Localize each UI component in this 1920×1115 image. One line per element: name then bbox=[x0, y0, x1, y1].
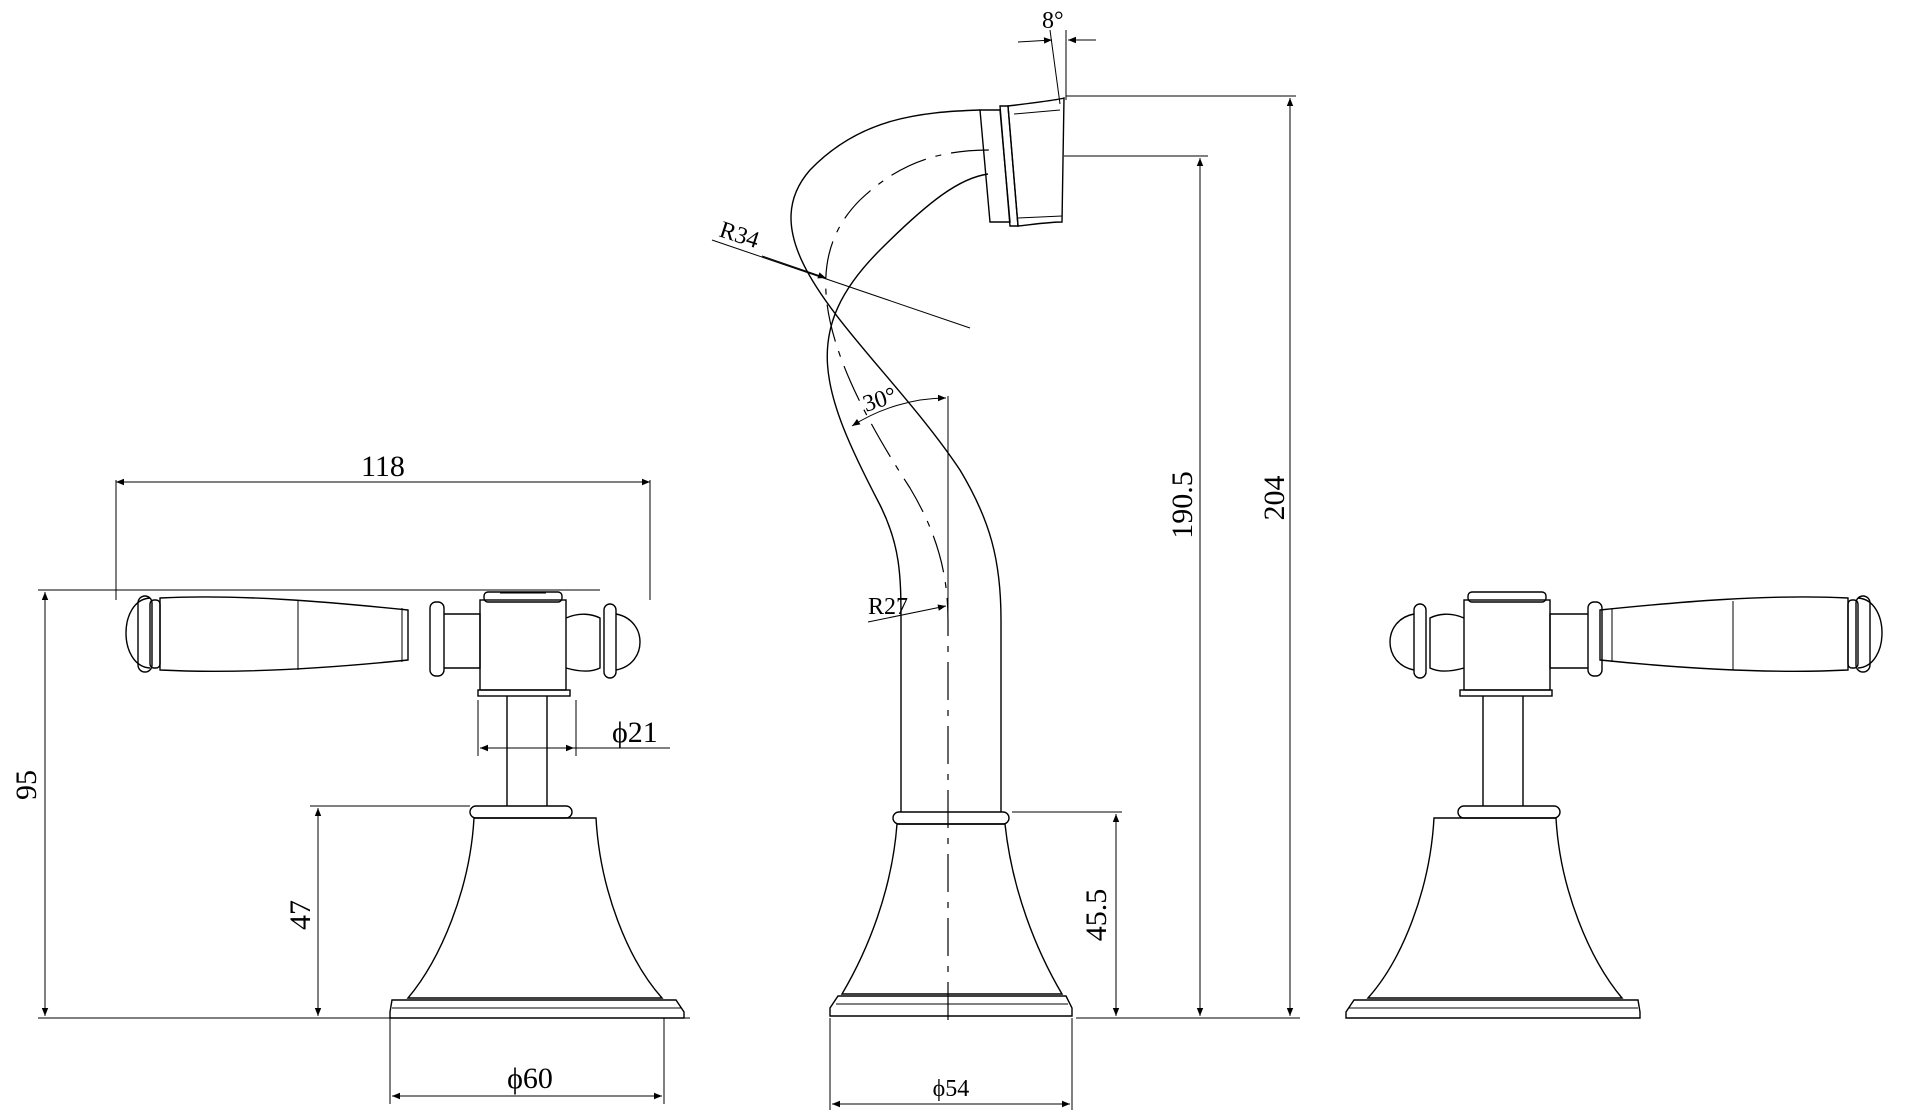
dim-stem-diameter: ϕ21 bbox=[477, 700, 670, 756]
label-30deg: 30° bbox=[860, 383, 900, 418]
right-handle-valve bbox=[1345, 591, 1883, 1019]
dim-total-height-left: 95 bbox=[10, 589, 690, 1019]
dim-spout-base-height: 45.5 bbox=[1012, 811, 1300, 1019]
label-95: 95 bbox=[10, 770, 43, 800]
label-phi60: ϕ60 bbox=[507, 1062, 553, 1095]
dim-handle-length: 118 bbox=[115, 450, 651, 600]
dim-spout-outlet-height: 190.5 bbox=[1064, 155, 1208, 1016]
dim-spout-radius-inner: R27 bbox=[867, 594, 947, 623]
label-190-5: 190.5 bbox=[1166, 471, 1199, 539]
label-204: 204 bbox=[1258, 476, 1291, 521]
spout bbox=[790, 97, 1073, 1020]
left-handle-valve bbox=[125, 591, 685, 1019]
dim-spout-total-height: 204 bbox=[1066, 95, 1296, 1016]
dim-base-diameter-left: ϕ60 bbox=[389, 1018, 665, 1104]
label-phi54: ϕ54 bbox=[933, 1076, 970, 1102]
dim-spout-radius-outer: R34 bbox=[711, 217, 971, 329]
label-8deg: 8° bbox=[1042, 8, 1064, 34]
label-45-5: 45.5 bbox=[1080, 889, 1113, 942]
label-phi21: ϕ21 bbox=[612, 716, 658, 749]
dim-tip-angle: 8° bbox=[1017, 8, 1096, 105]
label-47: 47 bbox=[284, 900, 317, 930]
label-r34: R34 bbox=[716, 217, 762, 254]
label-r27: R27 bbox=[868, 594, 908, 620]
label-118: 118 bbox=[361, 450, 405, 483]
dim-base-height-left: 47 bbox=[284, 805, 470, 1016]
dim-base-diameter-spout: ϕ54 bbox=[829, 1018, 1073, 1110]
